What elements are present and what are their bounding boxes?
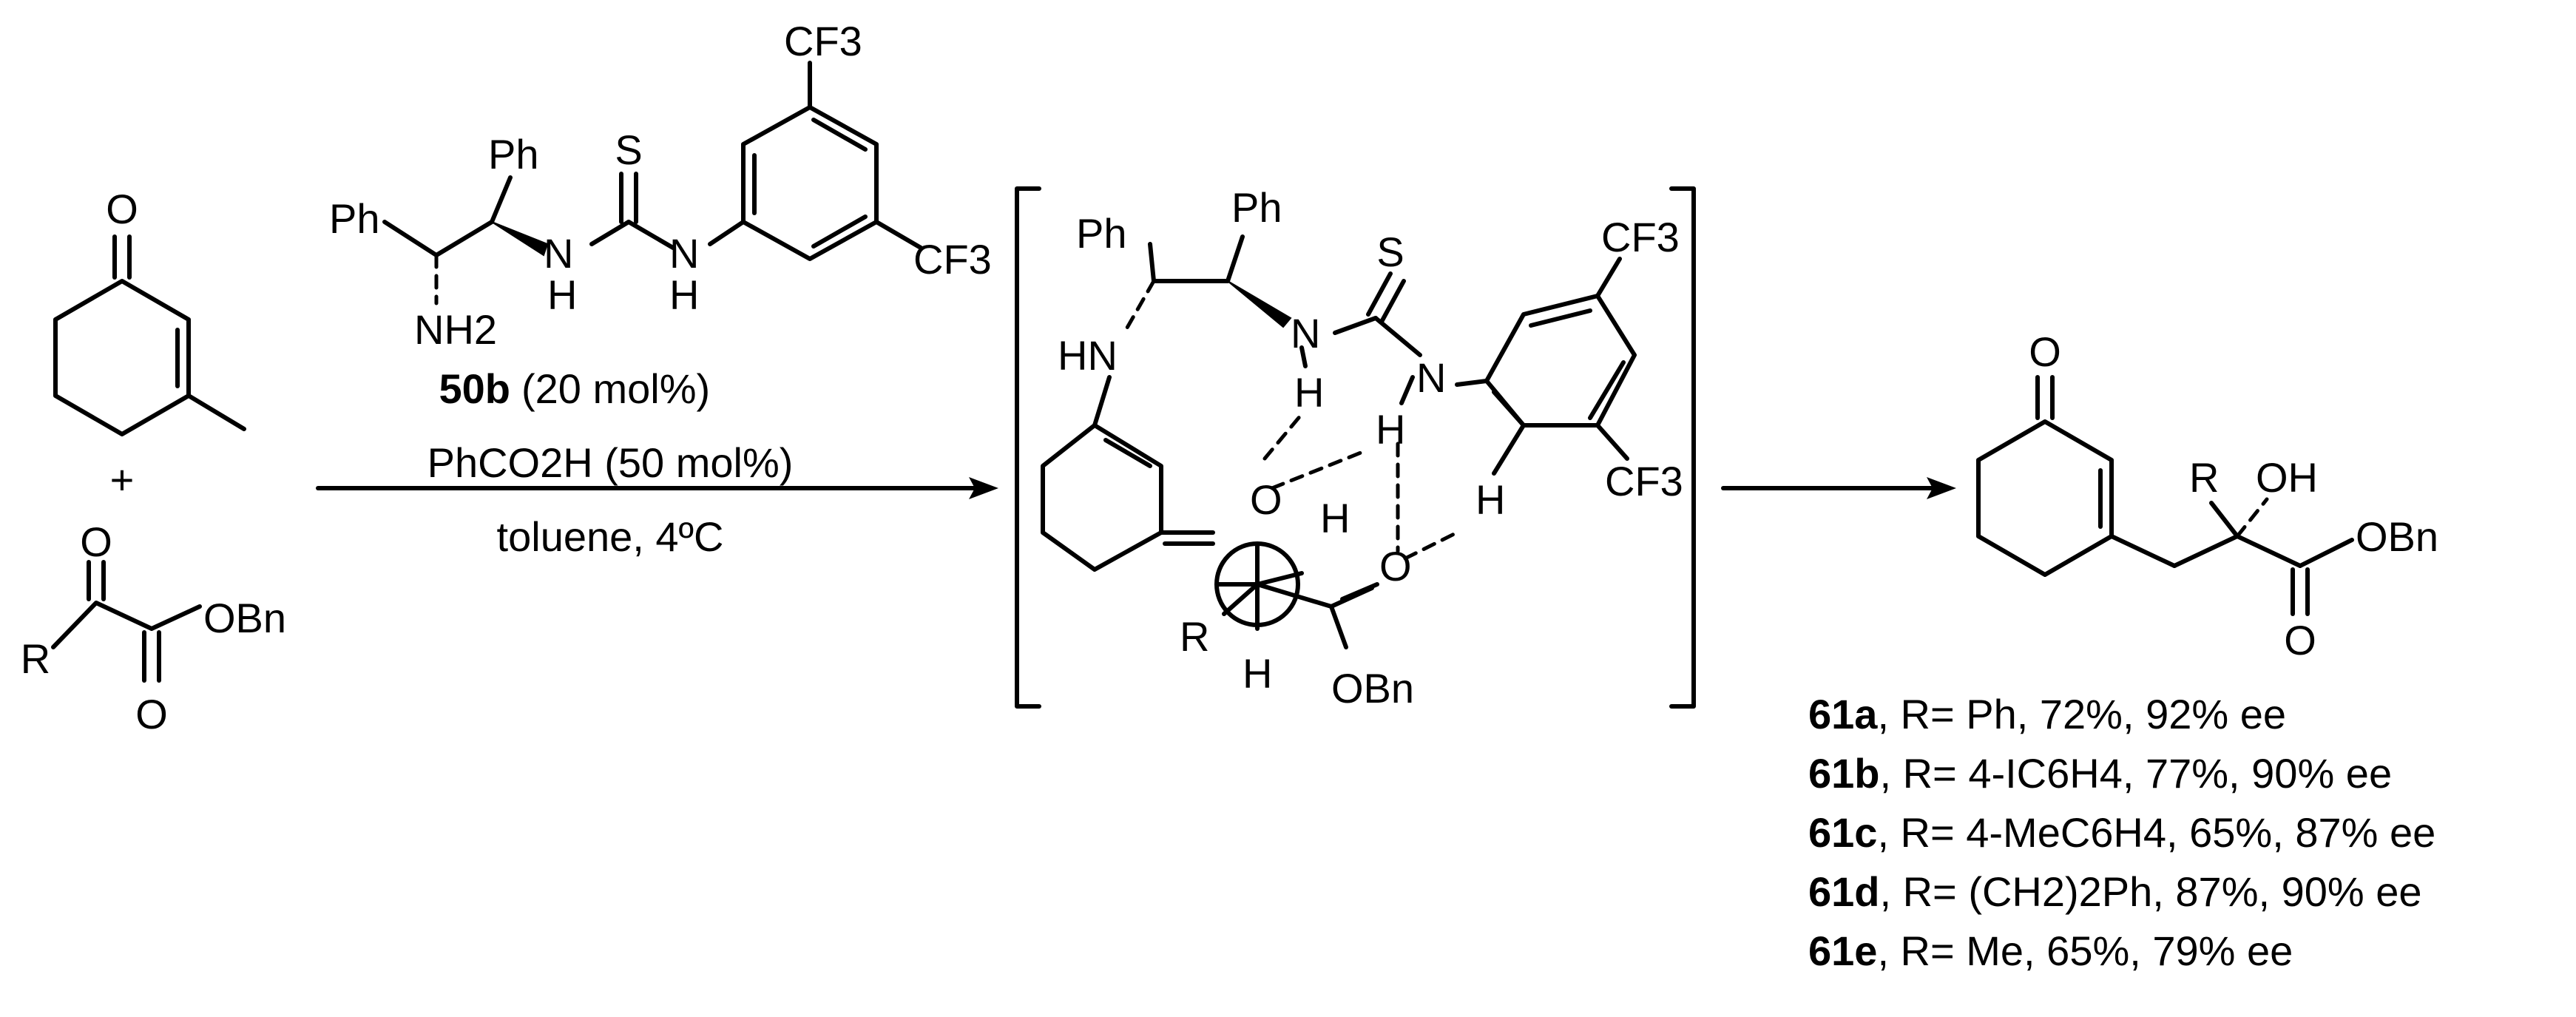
ts-atom-label: Ph <box>1076 210 1127 257</box>
ts-atom-label: HN <box>1058 332 1118 379</box>
product-atom-label: O <box>2029 328 2061 375</box>
catalyst-atom-label: CF3 <box>913 236 992 283</box>
reactant2-atom-label: O <box>80 518 112 565</box>
reaction-arrow-1-head <box>969 477 998 499</box>
ts-atom-label: O <box>1250 476 1282 523</box>
ts-atom-label: O <box>1379 543 1412 589</box>
product-atom-label: OBn <box>2356 513 2438 560</box>
catalyst-atom-label: Ph <box>329 195 380 242</box>
catalyst-atom-label: S <box>615 126 642 173</box>
catalyst-loading: (20 mol%) <box>521 365 710 412</box>
reactant2-atom-label: R <box>21 635 50 682</box>
catalyst-structure: Ph Ph NH2 N H N H S CF3 CF3 <box>329 18 992 353</box>
ts-atom-label: H <box>1376 406 1405 453</box>
result-line: 61c, R= 4-MeC6H4, 65%, 87% ee <box>1808 809 2435 856</box>
catalyst-atom-label: H <box>547 271 577 318</box>
transition-state: Ph Ph S HN N N H H H H O O CF3 CF3 R H O… <box>1015 184 1696 712</box>
right-bracket <box>1669 186 1696 709</box>
catalyst-atom-label: CF3 <box>784 18 862 64</box>
catalyst-id: 50b <box>439 365 511 412</box>
catalyst-atom-label: H <box>669 271 699 318</box>
product-atom-label: R <box>2189 454 2219 501</box>
reactant2-atom-label: O <box>135 691 168 737</box>
ts-atom-label: OBn <box>1331 665 1414 712</box>
catalyst-atom-label: NH2 <box>414 306 497 353</box>
conditions: 50b (20 mol%) PhCO2H (50 mol%) toluene, … <box>427 365 794 560</box>
ts-atom-label: H <box>1475 476 1505 523</box>
catalyst-atom-label: Ph <box>488 131 539 178</box>
ts-atom-label: H <box>1320 495 1350 541</box>
reaction-arrow-2-head <box>1927 477 1956 499</box>
reactant2-atom-label: OBn <box>203 595 286 641</box>
ts-atom-label: CF3 <box>1605 458 1683 504</box>
result-line: 61a, R= Ph, 72%, 92% ee <box>1808 691 2286 737</box>
ts-atom-label: S <box>1376 229 1404 275</box>
ts-atom-label: Ph <box>1231 184 1282 231</box>
plus-sign: + <box>110 456 135 503</box>
ts-atom-label: CF3 <box>1601 214 1680 260</box>
reactant-enone: O + <box>53 186 246 503</box>
ts-atom-label: H <box>1243 650 1272 697</box>
reactant1-atom-label: O <box>106 186 138 232</box>
ts-atom-label: H <box>1294 369 1324 416</box>
reactant-ketoester: O O R OBn <box>21 518 286 737</box>
product-structure: O R OH OBn O <box>1976 328 2438 663</box>
product-atom-label: OH <box>2256 454 2318 501</box>
left-bracket <box>1015 186 1041 709</box>
product-atom-label: O <box>2284 617 2316 663</box>
results-list: 61a, R= Ph, 72%, 92% ee 61b, R= 4-IC6H4,… <box>1808 691 2435 974</box>
result-line: 61b, R= 4-IC6H4, 77%, 90% ee <box>1808 750 2392 797</box>
additive-label: PhCO2H (50 mol%) <box>427 439 794 486</box>
ts-atom-label: N <box>1291 310 1320 357</box>
ts-atom-label: N <box>1416 354 1446 401</box>
catalyst-atom-label: N <box>544 230 573 277</box>
solvent-temperature-label: toluene, 4ºC <box>497 513 724 560</box>
ts-atom-label: R <box>1180 613 1209 660</box>
result-line: 61e, R= Me, 65%, 79% ee <box>1808 928 2293 974</box>
result-line: 61d, R= (CH2)2Ph, 87%, 90% ee <box>1808 868 2422 915</box>
catalyst-atom-label: N <box>669 230 699 277</box>
